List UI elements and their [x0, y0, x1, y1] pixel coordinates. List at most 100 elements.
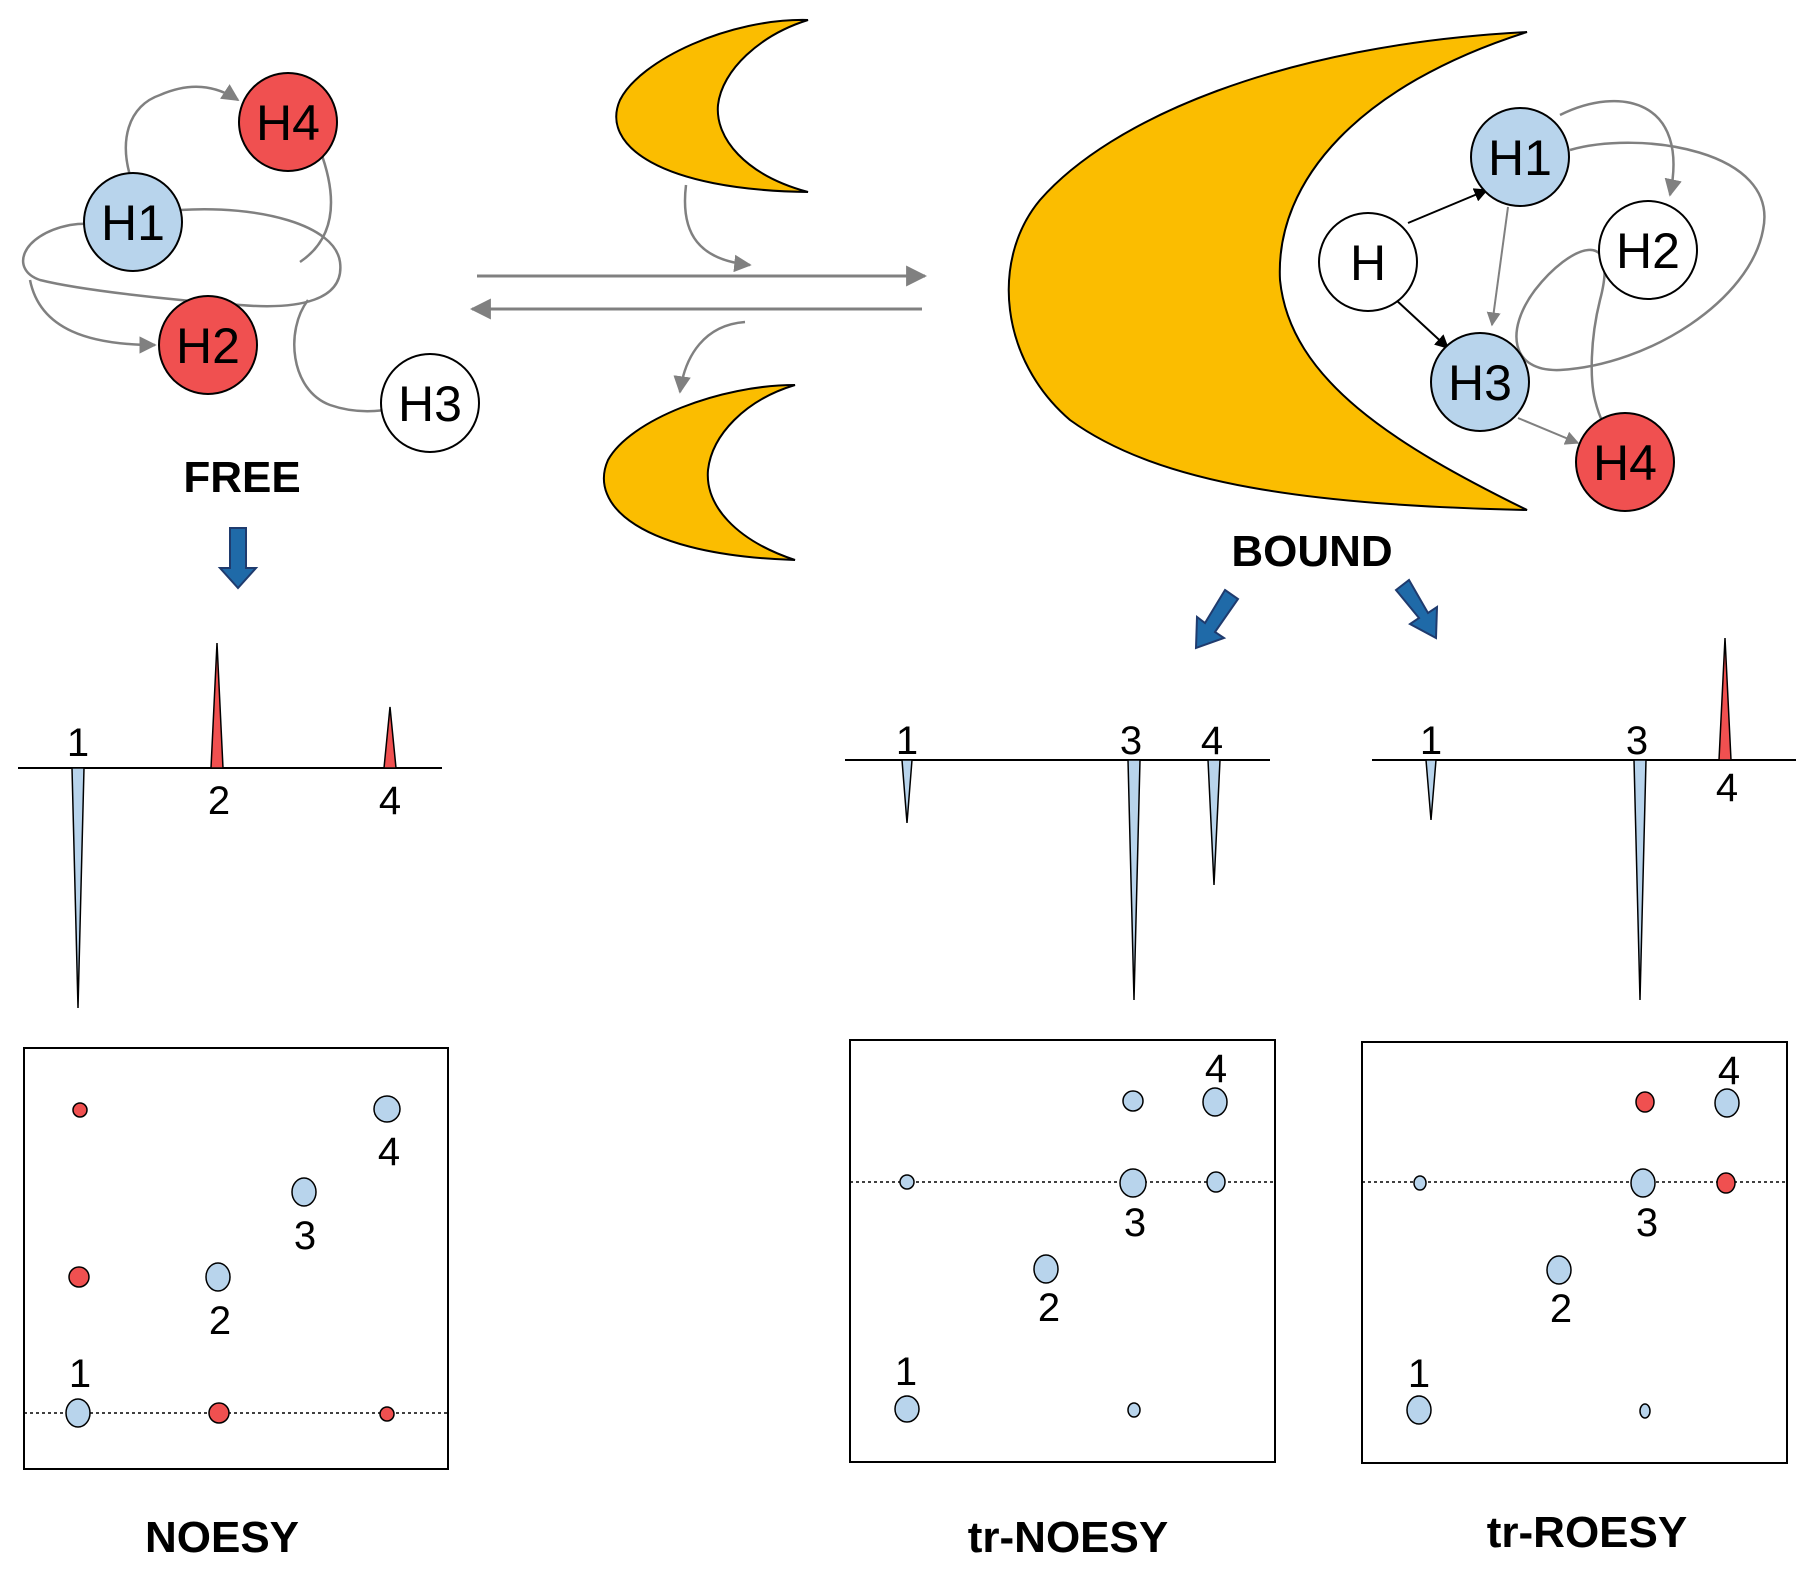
tr-noesy-cross-peak-label: 2	[1038, 1286, 1060, 1330]
noesy-peak-1	[71, 767, 85, 1009]
free-noe-h1-h4-arrow	[124, 84, 240, 191]
bound-node-h2-label: H2	[1616, 223, 1680, 279]
noesy-cross-peak	[373, 1095, 401, 1123]
tr-roesy-peak-1-label: 1	[1420, 719, 1442, 763]
noesy-cross-peak	[208, 1402, 230, 1424]
tr-roesy-cross-peak	[1635, 1091, 1655, 1113]
tr-roesy-peak-3	[1633, 759, 1647, 1001]
bound-noe-h3-h4-arrow	[1517, 417, 1580, 445]
free-node-h1	[83, 172, 183, 272]
tr-roesy-peak-4-label: 4	[1716, 766, 1738, 810]
free-molecule: H4 H1 H2 H3	[21, 72, 480, 453]
tr-roesy-cross-peak-label: 2	[1550, 1287, 1572, 1331]
noesy-1d-spectrum: 1 2 4	[18, 642, 442, 1009]
tr-noesy-peak-3	[1127, 759, 1141, 1001]
tr-noesy-cross-peak	[894, 1395, 920, 1423]
noesy-cross-peak	[291, 1177, 317, 1207]
tr-roesy-cross-peak	[1716, 1172, 1736, 1194]
bound-complex: H1 H H2 H3 H4	[1007, 31, 1766, 512]
tr-noesy-cross-peak	[1202, 1087, 1228, 1117]
tr-noesy-cross-peak	[1206, 1171, 1226, 1193]
large-receptor	[1007, 31, 1528, 511]
noesy-cross-peak-label: 3	[294, 1214, 316, 1258]
bound-noe-h1-h3-arrow	[1486, 206, 1509, 327]
tr-roesy-peak-1	[1425, 759, 1437, 821]
noesy-peak-4	[383, 706, 397, 769]
tr-roesy-2d-frame	[1361, 1041, 1788, 1464]
noesy-cross-peak	[65, 1398, 91, 1428]
tr-roesy-2d-spectrum: 4 3 2 1	[1361, 1041, 1788, 1464]
noesy-cross-peak-label: 1	[69, 1352, 91, 1396]
bound-node-h1-label: H1	[1488, 130, 1552, 186]
tr-roesy-cross-peak	[1714, 1088, 1740, 1118]
tr-noesy-cross-peak	[1119, 1168, 1147, 1198]
noesy-cross-peak	[205, 1262, 231, 1292]
tr-roesy-1d-spectrum: 1 3 4	[1372, 637, 1796, 1001]
noesy-cross-peak	[68, 1266, 90, 1288]
tr-roesy-cross-peak	[1413, 1175, 1427, 1191]
free-noe-h2-arrow	[28, 279, 157, 354]
tr-roesy-cross-peak-label: 4	[1718, 1049, 1740, 1093]
tr-noesy-cross-peak	[899, 1174, 915, 1190]
tr-noesy-cross-peak	[1033, 1254, 1059, 1284]
free-chain	[299, 149, 333, 264]
free-node-h2	[158, 295, 258, 395]
free-node-h3-label: H3	[398, 376, 462, 432]
bound-arrow-right	[1394, 578, 1439, 640]
free-node-h1-label: H1	[101, 195, 165, 251]
tr-noesy-peak-4-label: 4	[1201, 719, 1223, 763]
tr-noesy-cross-peak	[1122, 1090, 1144, 1112]
bound-node-h-label: H	[1350, 235, 1386, 291]
bound-title: BOUND	[1231, 527, 1392, 576]
tr-roesy-title: tr-ROESY	[1487, 1508, 1687, 1557]
free-node-h4-label: H4	[256, 95, 320, 151]
tr-roesy-cross-peak-label: 3	[1636, 1201, 1658, 1245]
noesy-cross-peak-label: 2	[209, 1299, 231, 1343]
free-node-h2-label: H2	[176, 318, 240, 374]
tr-roesy-cross-peak	[1630, 1168, 1656, 1198]
free-down-arrow	[217, 527, 259, 590]
tr-roesy-cross-peak	[1406, 1395, 1432, 1425]
bound-noe-h-h1-arrow	[1407, 188, 1489, 224]
bound-node-h1	[1470, 107, 1570, 207]
noesy-title: NOESY	[145, 1513, 299, 1562]
noesy-cross-peak	[379, 1406, 395, 1422]
tr-roesy-cross-peak	[1546, 1255, 1572, 1285]
binding-arrow-bottom	[673, 320, 746, 394]
small-receptor-top	[615, 18, 809, 193]
free-chain-h3	[293, 299, 386, 413]
noesy-peak-1-label: 1	[67, 721, 89, 765]
tr-roesy-peak-3-label: 3	[1626, 719, 1648, 763]
tr-noesy-cross-peak-label: 1	[895, 1350, 917, 1394]
tr-roesy-cross-peak-label: 1	[1408, 1352, 1430, 1396]
tr-noesy-peak-1	[901, 759, 913, 824]
bound-node-h3	[1430, 332, 1530, 432]
tr-noesy-cross-peak	[1127, 1402, 1141, 1418]
noesy-peak-4-label: 4	[379, 779, 401, 823]
bound-loop-right	[1515, 141, 1766, 434]
bound-noe-h1-h2-arrow	[1559, 99, 1682, 197]
bound-arrow-left	[1194, 588, 1240, 650]
bound-node-h3-label: H3	[1448, 355, 1512, 411]
noesy-peak-2-label: 2	[208, 779, 230, 823]
equilibrium	[469, 18, 928, 561]
tr-roesy-peak-4	[1718, 637, 1732, 761]
bound-node-h4-label: H4	[1593, 435, 1657, 491]
tr-noesy-cross-peak-label: 4	[1205, 1047, 1227, 1091]
bound-node-h4	[1575, 412, 1675, 512]
tr-noesy-title: tr-NOESY	[968, 1513, 1168, 1562]
free-node-h3	[380, 353, 480, 453]
bound-node-h	[1318, 212, 1418, 312]
noesy-2d-spectrum: 4 3 2 1	[23, 1047, 449, 1470]
tr-noesy-2d-spectrum: 4 3 2 1	[849, 1039, 1276, 1463]
binding-arrow-top	[683, 184, 752, 273]
tr-noesy-peak-4	[1207, 759, 1221, 886]
tr-noesy-peak-3-label: 3	[1120, 719, 1142, 763]
tr-noesy-cross-peak-label: 3	[1124, 1201, 1146, 1245]
small-receptor-bottom	[602, 384, 796, 561]
tr-noesy-1d-spectrum: 1 3 4	[845, 719, 1270, 1001]
tr-roesy-cross-peak	[1639, 1403, 1651, 1419]
free-title: FREE	[183, 453, 300, 502]
tr-noesy-peak-1-label: 1	[896, 719, 918, 763]
